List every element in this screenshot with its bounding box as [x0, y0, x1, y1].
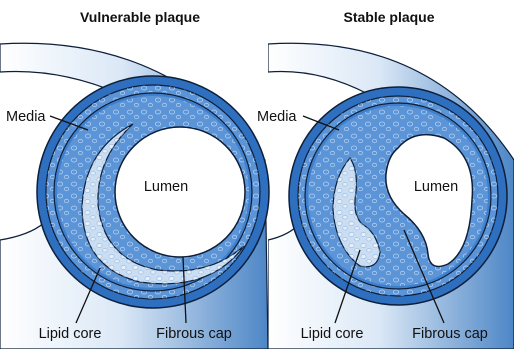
media-label: Media: [257, 109, 297, 125]
artery-cross-section: [289, 87, 507, 305]
media-label: Media: [6, 109, 46, 125]
stable-plaque-panel: Stable plaque Media Lumen Lipid core Fib…: [257, 9, 514, 349]
lumen-label: Lumen: [414, 179, 458, 195]
lumen-label: Lumen: [144, 179, 188, 195]
panel-title: Vulnerable plaque: [80, 9, 200, 25]
vulnerable-plaque-panel: Vulnerable plaque Media Lumen Lipid core…: [0, 9, 269, 349]
lipid-core-label: Lipid core: [39, 326, 102, 342]
fibrous-cap-label: Fibrous cap: [412, 326, 488, 342]
panel-title: Stable plaque: [343, 9, 434, 25]
lipid-core-label: Lipid core: [301, 326, 364, 342]
fibrous-cap-label: Fibrous cap: [156, 326, 232, 342]
